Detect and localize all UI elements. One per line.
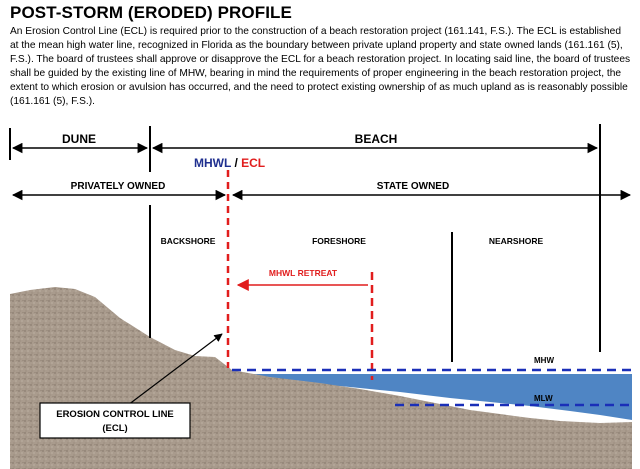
mhw-label: MHW bbox=[534, 356, 554, 365]
ecl-callout-line1: EROSION CONTROL LINE bbox=[56, 409, 174, 420]
ecl-callout-pointer bbox=[127, 333, 223, 406]
privately-owned-label: PRIVATELY OWNED bbox=[71, 181, 166, 192]
foreshore-label: FORESHORE bbox=[312, 236, 366, 246]
state-owned-label: STATE OWNED bbox=[377, 181, 449, 192]
mhwl-ecl-label: MHWL / ECL bbox=[194, 156, 265, 170]
ecl-callout-line2: (ECL) bbox=[102, 423, 127, 434]
description-paragraph: An Erosion Control Line (ECL) is require… bbox=[10, 26, 631, 107]
mhwl-label: MHWL bbox=[194, 156, 231, 170]
ecl-callout-box: EROSION CONTROL LINE (ECL) bbox=[39, 402, 191, 439]
beach-label: BEACH bbox=[355, 132, 398, 146]
nearshore-label: NEARSHORE bbox=[489, 236, 544, 246]
mlw-label: MLW bbox=[534, 394, 553, 403]
backshore-label: BACKSHORE bbox=[161, 236, 216, 246]
dune-label: DUNE bbox=[62, 132, 96, 146]
page-title: POST-STORM (ERODED) PROFILE bbox=[10, 3, 292, 22]
mhwl-ecl-separator: / bbox=[231, 156, 241, 170]
ecl-label: ECL bbox=[241, 156, 265, 170]
mhwl-retreat-label: MHWL RETREAT bbox=[269, 268, 338, 278]
